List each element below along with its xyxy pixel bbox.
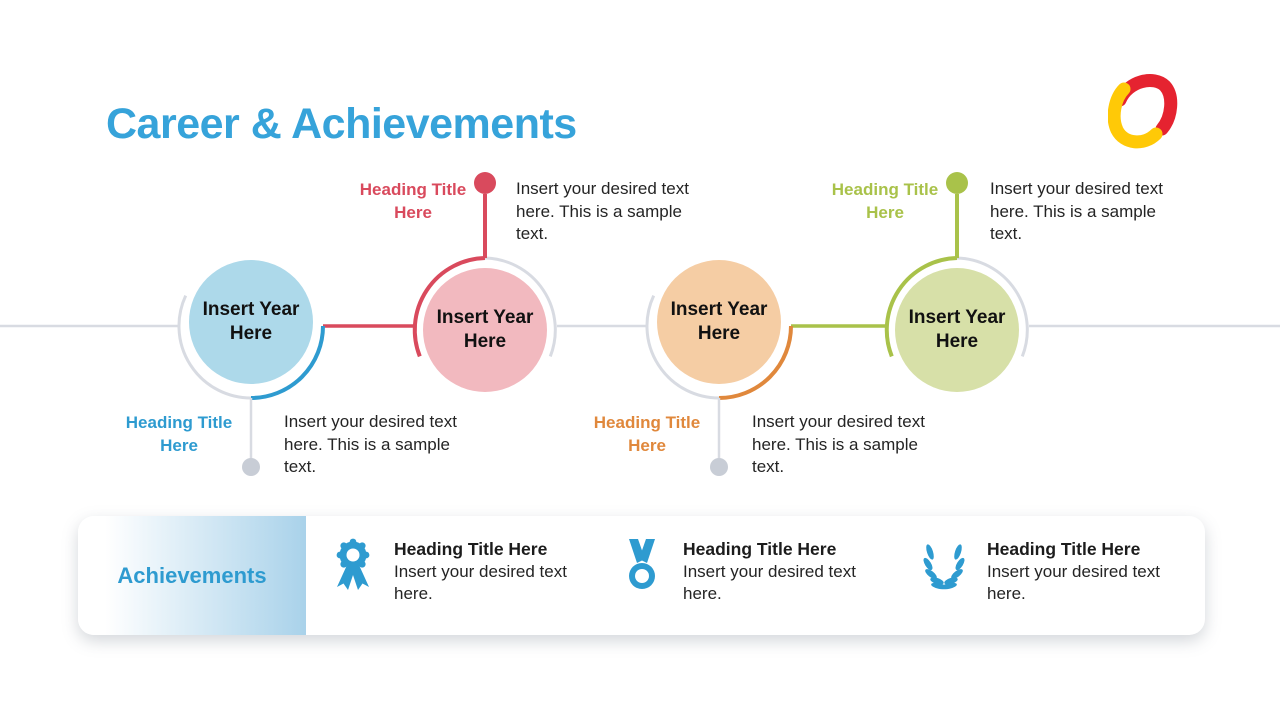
milestone-heading: Heading Title Here [359,180,467,222]
achievement-item: Heading Title Here Insert your desired t… [333,538,572,605]
achievement-heading: Heading Title Here [394,539,548,559]
ring-gray-arc [956,256,1029,357]
achievement-item: Heading Title Here Insert your desired t… [622,538,861,605]
year-circle-pink [423,268,547,392]
achievement-heading: Heading Title Here [987,539,1141,559]
drop-dot [242,458,260,476]
medal-icon [629,539,655,589]
ring-gray-arc [177,294,252,400]
year-placeholder: Insert Year Here [202,299,300,344]
milestone-heading: Heading Title Here [593,413,701,455]
achievement-description: Insert your desired text here. [683,562,856,603]
riser-dot-red [474,172,496,194]
ring-orange-arc [718,325,793,400]
timeline-graphic [0,172,1280,476]
ring-red-arc [412,256,486,358]
ring-gray-arc [484,256,557,357]
riser-dot-green [946,172,968,194]
year-placeholder: Insert Year Here [908,307,1006,352]
milestone-heading: Heading Title Here [125,413,233,455]
milestone-description: Insert your desired text here. This is a… [284,412,457,476]
achievement-description: Insert your desired text here. [987,562,1160,603]
achievements-label: Achievements [78,516,306,635]
rosette-ribbon-icon [336,538,370,590]
year-placeholder: Insert Year Here [670,299,768,344]
milestone-description: Insert your desired text here. This is a… [516,179,689,243]
achievement-item: Heading Title Here Insert your desired t… [922,538,1165,605]
milestone-heading: Heading Title Here [831,180,939,222]
milestone-description: Insert your desired text here. This is a… [752,412,925,476]
brand-logo-icon [1108,74,1178,149]
milestone-description: Insert your desired text here. This is a… [990,179,1163,243]
ring-gray-arc [645,294,720,400]
ring-blue-arc [250,325,325,400]
year-circle-green [895,268,1019,392]
page-title: Career & Achievements [106,100,577,148]
achievement-description: Insert your desired text here. [394,562,567,603]
drop-dot [710,458,728,476]
laurel-wreath-icon [923,544,965,590]
year-placeholder: Insert Year Here [436,307,534,352]
achievement-heading: Heading Title Here [683,539,837,559]
year-circle-orange [657,260,781,384]
achievements-bar: Achievements [78,516,1205,635]
year-circle-blue [189,260,313,384]
ring-green-arc [884,256,958,358]
